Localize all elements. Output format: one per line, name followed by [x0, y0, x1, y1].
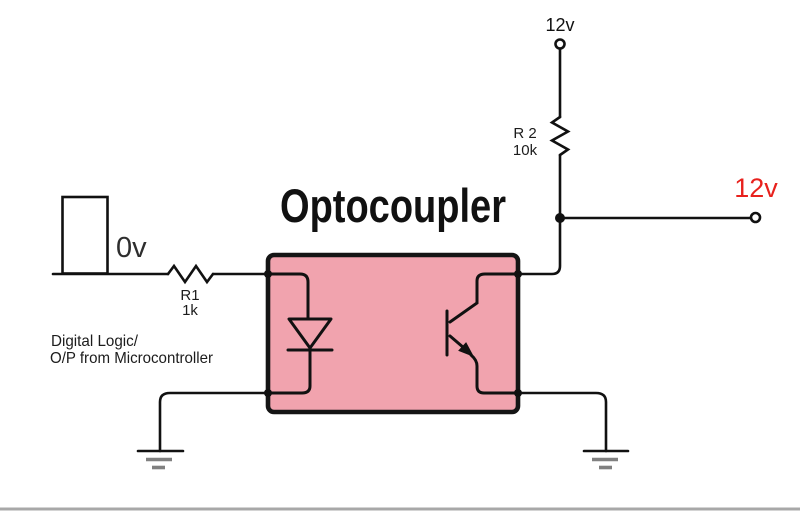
collector-rail-wire	[516, 153, 562, 276]
bottom-border-line	[0, 507, 800, 511]
input-level-label: 0v	[116, 232, 147, 264]
r1-name-label: R1	[180, 287, 199, 304]
transistor-collector	[448, 272, 520, 324]
pin-dot-anode	[264, 270, 272, 278]
led-symbol	[266, 272, 334, 395]
pulse-waveform-symbol	[61, 195, 109, 275]
ground-symbol-right	[516, 391, 630, 470]
led-triangle	[287, 317, 333, 350]
resistor-r2-zigzag	[549, 115, 571, 157]
r2-name-label: R 2	[513, 125, 536, 142]
phototransistor-symbol	[445, 272, 520, 395]
output-terminal-icon	[749, 211, 762, 224]
r1-value-label: 1k	[182, 302, 198, 319]
transistor-emitter-wire	[469, 353, 520, 395]
resistor-r1-zigzag	[166, 263, 215, 285]
ground-symbol-left	[136, 391, 270, 470]
emitter-arrowhead-icon	[458, 342, 475, 357]
output-voltage-label: 12v	[734, 173, 778, 203]
ground-wire-left	[158, 391, 270, 453]
supply-voltage-label: 12v	[545, 15, 574, 35]
led-anode-wire	[266, 272, 310, 320]
ground-wire-right	[516, 391, 608, 453]
supply-terminal-icon	[554, 38, 566, 50]
optocoupler-ic-body	[265, 252, 521, 415]
led-cathode-wire	[266, 348, 312, 395]
diagram-title: Optocoupler	[280, 179, 506, 232]
r2-value-label: 10k	[513, 142, 538, 159]
input-description-line1: Digital Logic/	[51, 333, 139, 350]
transistor-emitter	[448, 334, 466, 350]
input-description-line2: O/P from Microcontroller	[50, 350, 214, 367]
